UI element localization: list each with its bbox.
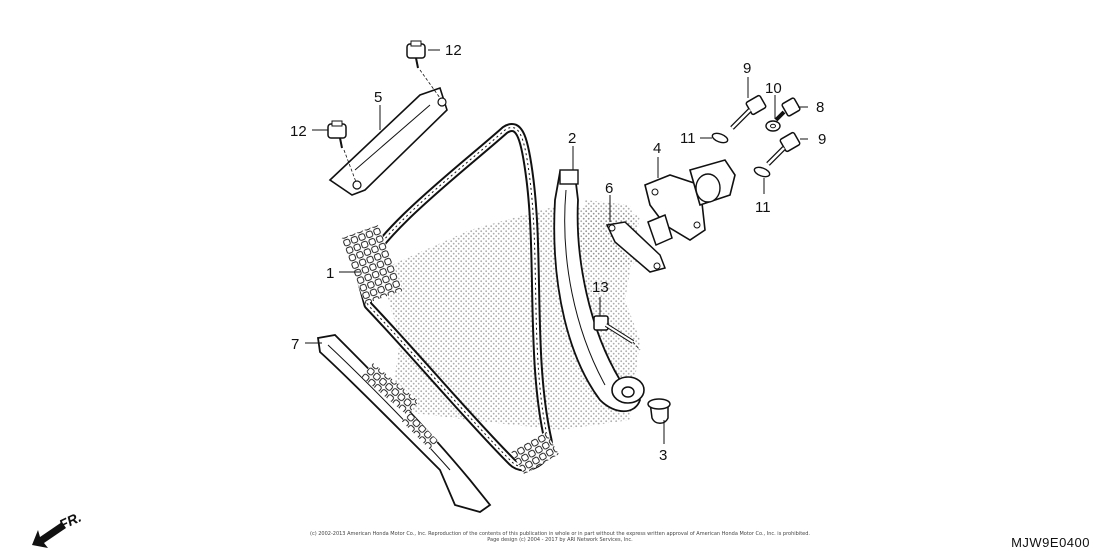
copyright-line-2: Page design (c) 2004 - 2017 by ARI Netwo… [487,537,633,543]
bolt-9-upper [730,94,767,130]
callout-part-11-lower[interactable]: 11 [755,199,771,216]
bolt-12-upper [406,40,441,99]
callout-part-10[interactable]: 10 [765,80,782,97]
pivot-collar [647,398,671,424]
diagram-code: MJW9E0400 [1011,535,1090,550]
callout-part-7[interactable]: 7 [291,336,299,353]
callout-part-9-lower[interactable]: 9 [818,131,826,148]
callout-part-12-lower[interactable]: 12 [290,123,307,140]
callout-part-3[interactable]: 3 [659,447,667,464]
callout-part-9-upper[interactable]: 9 [743,60,751,77]
tensioner-lifter [644,159,736,247]
callout-part-8[interactable]: 8 [816,99,824,116]
cam-chain [341,123,559,475]
callout-labels: 1 2 3 4 5 6 7 8 9 9 10 11 11 12 12 13 [290,42,826,464]
callout-part-6[interactable]: 6 [605,180,613,197]
callout-part-1[interactable]: 1 [326,265,334,282]
callout-part-13[interactable]: 13 [592,279,609,296]
chain-guide-plate [328,86,448,196]
washer-11-upper [711,132,729,144]
washer-11-lower [753,166,771,178]
tensioner-arm [553,169,645,413]
callout-part-4[interactable]: 4 [653,140,661,157]
pivot-bolt-13 [593,315,641,351]
bolt-9-lower [766,131,801,166]
washer-10 [765,120,781,132]
copyright-line-1: (c) 2002-2013 American Honda Motor Co., … [310,531,810,537]
front-direction-indicator: FR. [32,509,84,548]
leader-lines [305,49,808,444]
copyright-notice: (c) 2002-2013 American Honda Motor Co., … [300,531,820,543]
tensioner-gasket [605,221,666,273]
front-arrow-icon [32,522,66,548]
callout-part-11-upper[interactable]: 11 [680,130,696,147]
bolt-12-lower [327,120,357,183]
chain-guide [316,334,492,513]
callout-part-12-upper[interactable]: 12 [445,42,462,59]
bolt-8 [774,97,801,122]
front-label: FR. [57,509,84,533]
callout-part-5[interactable]: 5 [374,89,382,106]
callout-part-2[interactable]: 2 [568,130,576,147]
